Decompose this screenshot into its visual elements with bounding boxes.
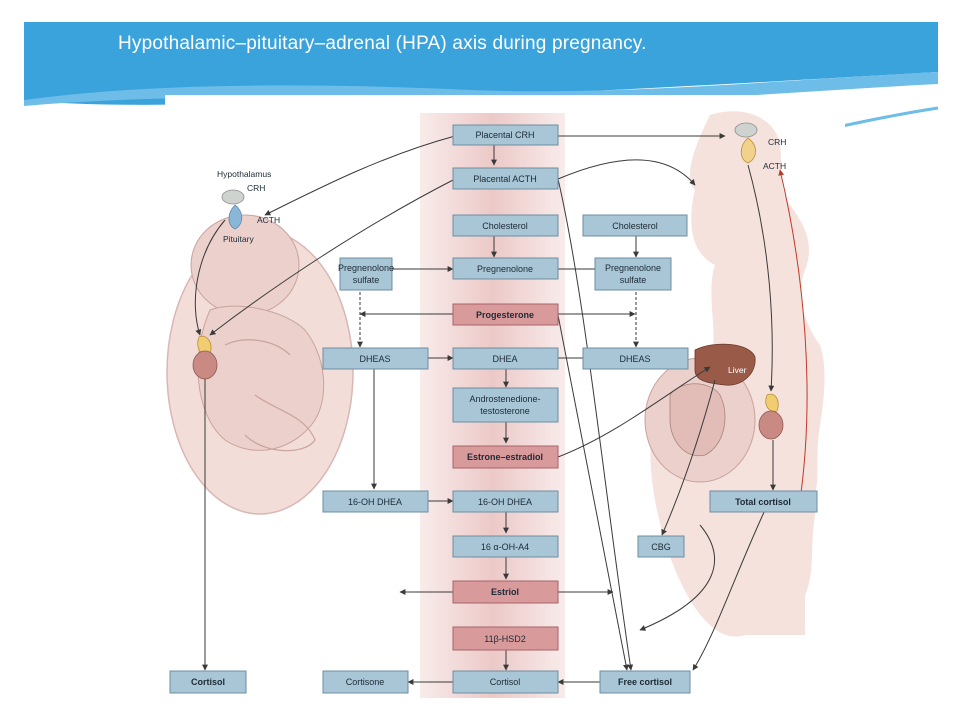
- box-progesterone: Progesterone: [452, 303, 559, 326]
- arrow-estrone-to-maternal: [557, 366, 711, 458]
- svg-text:Pregnenolone: Pregnenolone: [477, 264, 533, 274]
- mother-fetus: [669, 383, 726, 457]
- liver-label: Liver: [728, 365, 747, 375]
- box-total-cortisol: Total cortisol: [709, 490, 818, 513]
- box-16oh-dhea-left: 16-OH DHEA: [322, 490, 429, 513]
- fetal-pituitary-label: Pituitary: [223, 234, 254, 244]
- svg-text:sulfate: sulfate: [353, 275, 380, 285]
- box-16oh-dhea-center: 16-OH DHEA: [452, 490, 559, 513]
- fetus-body: [197, 305, 325, 451]
- mother-illustration: CRH ACTH Liver: [644, 111, 825, 637]
- svg-text:sulfate: sulfate: [620, 275, 647, 285]
- box-11beta-hsd2: 11β-HSD2: [452, 626, 559, 651]
- arrow-placental-acth-to-fetal-adrenal: [209, 178, 456, 336]
- box-free-cortisol: Free cortisol: [599, 670, 691, 694]
- box-cbg: CBG: [637, 535, 685, 558]
- arrow-placental-crh-to-free-cortisol: [557, 314, 629, 671]
- svg-text:16-OH DHEA: 16-OH DHEA: [478, 497, 532, 507]
- box-estriol: Estriol: [452, 580, 559, 604]
- fetus-illustration: Hypothalamus CRH ACTH Pituitary: [166, 169, 354, 515]
- arrow-cbg-to-free-cortisol: [639, 524, 715, 631]
- arrow-pituitary-to-adrenal: [747, 164, 775, 392]
- slide-title: Hypothalamic–pituitary–adrenal (HPA) axi…: [118, 33, 647, 54]
- svg-text:Androstenedione-: Androstenedione-: [469, 394, 540, 404]
- box-cholesterol-center: Cholesterol: [452, 214, 559, 237]
- hpa-axis-figure: Hypothalamus CRH ACTH Pituitary CRH ACTH…: [165, 95, 845, 698]
- box-pregnenolone: Pregnenolone: [452, 257, 559, 280]
- box-estrone-estradiol: Estrone–estradiol: [452, 445, 559, 469]
- maternal-crh-label: CRH: [768, 137, 786, 147]
- box-cortisone: Cortisone: [322, 670, 409, 694]
- maternal-hypothalamus: [734, 122, 758, 138]
- arrow-placental-crh-to-fetal: [264, 135, 456, 216]
- arrow-liver-to-cbg: [661, 379, 716, 536]
- box-cortisol-left: Cortisol: [169, 670, 247, 694]
- svg-text:Estriol: Estriol: [491, 587, 519, 597]
- svg-text:Estrone–estradiol: Estrone–estradiol: [467, 452, 543, 462]
- box-16-alpha-oh-a4: 16 α-OH-A4: [452, 535, 559, 558]
- fetal-acth-label: ACTH: [257, 215, 280, 225]
- svg-text:Cortisol: Cortisol: [490, 677, 521, 687]
- svg-text:Pregnenolone: Pregnenolone: [338, 263, 394, 273]
- fetus-limbs: [224, 339, 316, 452]
- svg-text:Free cortisol: Free cortisol: [618, 677, 672, 687]
- svg-text:Pregnenolone: Pregnenolone: [605, 263, 661, 273]
- box-placental-crh: Placental CRH: [452, 124, 559, 146]
- svg-text:Progesterone: Progesterone: [476, 310, 534, 320]
- svg-text:11β-HSD2: 11β-HSD2: [484, 634, 526, 644]
- hpa-axis-diagram: Hypothalamus CRH ACTH Pituitary CRH ACTH…: [166, 111, 825, 698]
- fetal-adrenal: [192, 335, 218, 380]
- svg-text:16-OH DHEA: 16-OH DHEA: [348, 497, 402, 507]
- svg-text:DHEAS: DHEAS: [359, 354, 390, 364]
- arrow-fetal-pituitary-to-adrenal: [194, 219, 226, 336]
- arrow-placental-acth-to-maternal: [557, 159, 696, 186]
- svg-text:Total cortisol: Total cortisol: [735, 497, 791, 507]
- maternal-acth-label: ACTH: [763, 161, 786, 171]
- svg-text:Cortisol: Cortisol: [191, 677, 225, 687]
- fetal-crh-label: CRH: [247, 183, 265, 193]
- svg-text:Placental ACTH: Placental ACTH: [473, 174, 537, 184]
- maternal-liver: [694, 343, 756, 386]
- fetus-head: [190, 214, 300, 316]
- svg-text:16 α-OH-A4: 16 α-OH-A4: [481, 542, 529, 552]
- svg-text:CBG: CBG: [651, 542, 671, 552]
- pathway-arrows: [194, 133, 776, 685]
- box-dheas-left: DHEAS: [322, 347, 429, 370]
- svg-text:Placental CRH: Placental CRH: [475, 130, 534, 140]
- box-pregnenolone-sulfate-left: Pregnenolone sulfate: [338, 257, 394, 291]
- arrow-total-to-free-cortisol: [692, 509, 766, 671]
- fetal-pituitary: [228, 204, 243, 230]
- box-dhea: DHEA: [452, 347, 559, 370]
- box-cholesterol-right: Cholesterol: [582, 214, 688, 237]
- pathway-boxes: Placental CRH Placental ACTH Cholesterol…: [169, 124, 818, 694]
- box-cortisol-center: Cortisol: [452, 670, 559, 694]
- fetal-hypothalamus: [221, 189, 245, 205]
- svg-text:testosterone: testosterone: [480, 406, 530, 416]
- banner-background: [24, 22, 938, 105]
- svg-text:DHEAS: DHEAS: [619, 354, 650, 364]
- box-dheas-right: DHEAS: [582, 347, 689, 370]
- svg-text:Cholesterol: Cholesterol: [612, 221, 658, 231]
- arrow-placental-acth-to-free-cortisol: [557, 178, 634, 671]
- fetal-hypothalamus-label: Hypothalamus: [217, 169, 271, 179]
- box-pregnenolone-sulfate-right: Pregnenolone sulfate: [594, 257, 672, 291]
- svg-text:Cortisone: Cortisone: [346, 677, 385, 687]
- svg-text:DHEA: DHEA: [492, 354, 517, 364]
- box-placental-acth: Placental ACTH: [452, 167, 559, 190]
- box-androstenedione-testosterone: Androstenedione-testosterone: [452, 387, 559, 423]
- maternal-pituitary: [740, 137, 756, 164]
- svg-text:Cholesterol: Cholesterol: [482, 221, 528, 231]
- maternal-adrenal: [758, 393, 784, 440]
- arrow-cortisol-feedback-red: [778, 169, 808, 501]
